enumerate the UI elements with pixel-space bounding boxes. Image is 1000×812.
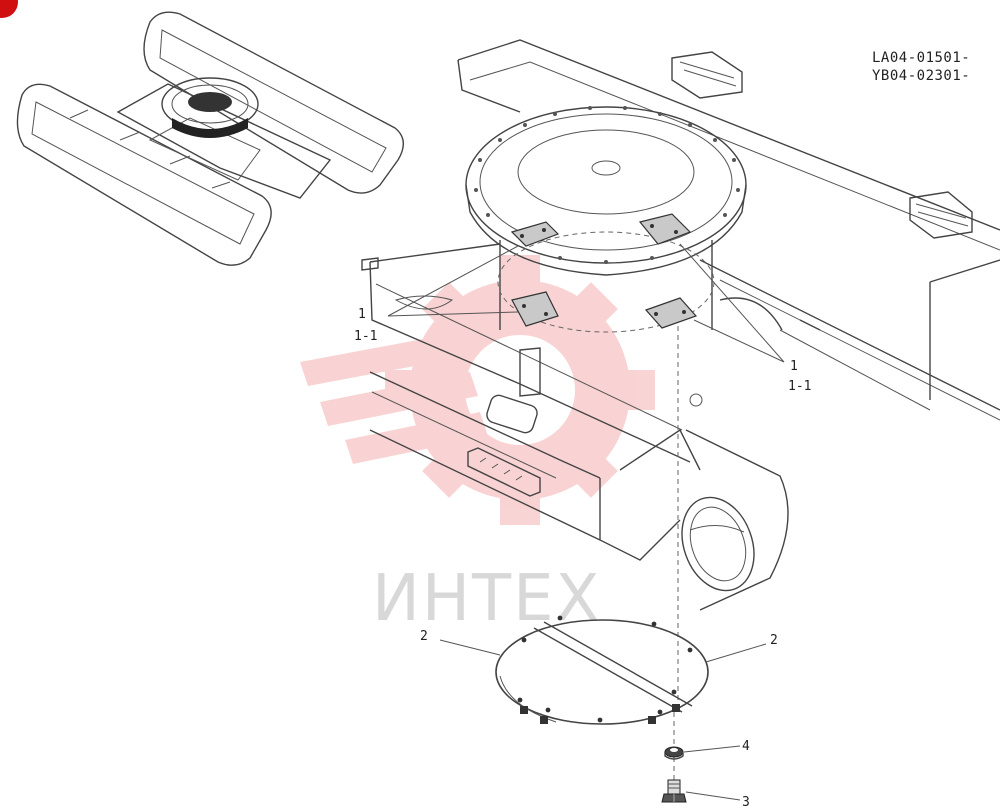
watermark-text: ИНТЕХ <box>372 562 601 636</box>
shim-plates <box>510 213 698 329</box>
callout-bolt: 3 <box>742 795 750 810</box>
callout-cover-right: 2 <box>770 633 778 648</box>
model-code-1: LA04-01501- <box>872 50 971 66</box>
callout-left-upper: 1 <box>358 307 366 322</box>
callout-cover-left: 2 <box>420 629 428 644</box>
callout-right-upper: 1 <box>790 359 798 374</box>
callout-washer: 4 <box>742 739 750 754</box>
bolt <box>661 779 687 803</box>
inset-undercarriage-drawing <box>16 11 404 266</box>
cover-plate <box>495 615 709 725</box>
watermark-logo <box>300 255 655 525</box>
leader-lines <box>387 243 785 801</box>
main-frame-drawing <box>361 39 1000 611</box>
washer <box>664 746 684 760</box>
callout-right-lower: 1-1 <box>788 379 811 394</box>
corner-badge <box>0 0 18 18</box>
callout-left-lower: 1-1 <box>354 329 377 344</box>
model-code-2: YB04-02301- <box>872 68 971 84</box>
